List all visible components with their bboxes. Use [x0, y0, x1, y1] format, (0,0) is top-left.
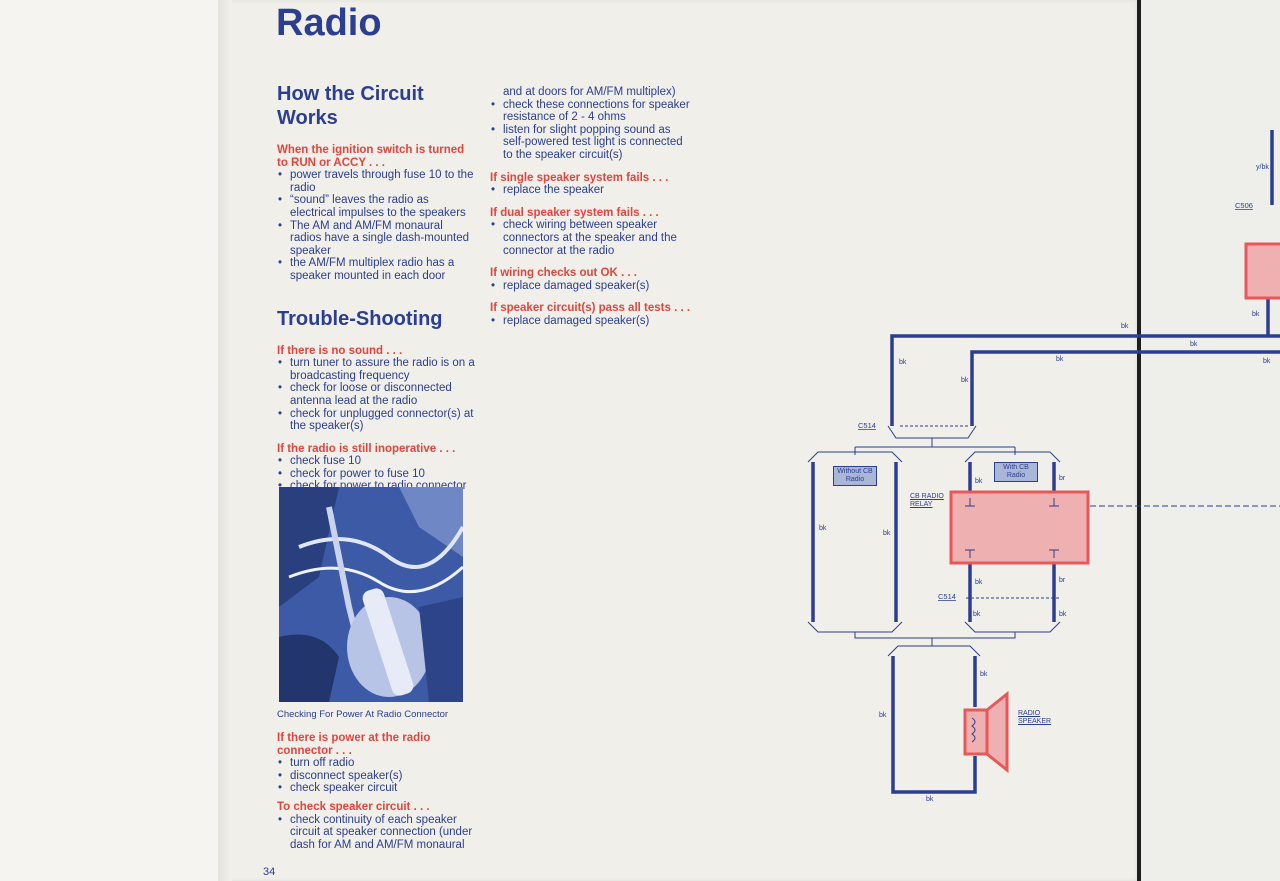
- list-item: check speaker circuit: [277, 782, 477, 795]
- connector-c514-lower: C514: [938, 592, 956, 601]
- wire-label-bk-3: bk: [1056, 356, 1064, 363]
- cb-relay-component: [949, 490, 1090, 565]
- list-item: check these connections for speaker resi…: [490, 99, 695, 124]
- wire-label-bk-6: bk: [1263, 358, 1271, 365]
- wire-label-br-1: br: [1059, 475, 1066, 482]
- list-item: replace damaged speaker(s): [490, 315, 695, 328]
- without-cb-bracket-bottom: [807, 621, 903, 633]
- relay-terminal-1: [965, 498, 975, 507]
- adjacent-page: [1141, 0, 1280, 881]
- connector-c506: C506: [1235, 201, 1253, 210]
- continued-list: check these connections for speaker resi…: [490, 99, 695, 162]
- connector-c514-upper: C514: [858, 421, 876, 430]
- with-cb-radio-label: With CB Radio: [994, 462, 1038, 482]
- speaker-circuit-condition: To check speaker circuit . . .: [277, 800, 430, 813]
- page-edge: [218, 0, 232, 881]
- list-item: replace damaged speaker(s): [490, 280, 695, 293]
- wire-label-bk-14: bk: [980, 671, 988, 678]
- list-item: check fuse 10: [277, 455, 477, 468]
- list-item: turn off radio: [277, 757, 477, 770]
- wire-label-br-2: br: [1059, 577, 1066, 584]
- relay-terminal-4: [1049, 549, 1059, 558]
- without-cb-radio-label: Without CB Radio: [833, 466, 877, 486]
- with-cb-bracket-bottom: [964, 621, 1061, 633]
- how-list: power travels through fuse 10 to the rad…: [277, 169, 477, 282]
- relay-terminal-3: [965, 549, 975, 558]
- wire-label-bk-8: bk: [819, 525, 827, 532]
- with-cb-bracket: [964, 451, 1061, 463]
- wire-label-bk-1: bk: [899, 359, 907, 366]
- pass-tests-list: replace damaged speaker(s): [490, 315, 695, 328]
- continued-text: and at doors for AM/FM multiplex): [503, 86, 676, 98]
- list-item: power travels through fuse 10 to the rad…: [277, 169, 477, 194]
- photo-caption: Checking For Power At Radio Connector: [277, 709, 449, 720]
- list-item: check continuity of each speaker circuit…: [277, 814, 477, 852]
- wire-label-bk-11: bk: [975, 579, 983, 586]
- list-item: disconnect speaker(s): [277, 770, 477, 783]
- wire-label-bk-10: bk: [975, 478, 983, 485]
- adjacent-component: [1244, 242, 1280, 300]
- wire-label-bk-9: bk: [883, 530, 891, 537]
- inoperative-condition: If the radio is still inoperative . . .: [277, 442, 456, 455]
- wire-label-bk-7: bk: [1252, 311, 1260, 318]
- single-fail-list: replace the speaker: [490, 184, 695, 197]
- radio-speaker-label: RADIO SPEAKER: [1018, 710, 1052, 725]
- how-condition: When the ignition switch is turned to RU…: [277, 144, 465, 169]
- c514-bracket-top: [887, 425, 977, 439]
- speaker-wire-loop: [891, 656, 977, 794]
- feed-wire-1: [890, 334, 1280, 426]
- wire-label-bk-5: bk: [1190, 341, 1198, 348]
- left-column: How the Circuit Works When the ignition …: [277, 82, 477, 493]
- book-spine: [1137, 0, 1141, 881]
- wire-label-bk-16: bk: [926, 796, 934, 803]
- cb-radio-relay-label: CB RADIO RELAY: [910, 493, 944, 508]
- relay-terminal-2: [1049, 498, 1059, 507]
- no-sound-list: turn tuner to assure the radio is on a b…: [277, 357, 477, 433]
- dual-fail-list: check wiring between speaker connectors …: [490, 219, 695, 257]
- wire-label-bk-13: bk: [1059, 611, 1067, 618]
- page-number: 34: [263, 866, 276, 878]
- list-item: turn tuner to assure the radio is on a b…: [277, 357, 477, 382]
- power-condition: If there is power at the radio connector…: [277, 732, 431, 757]
- list-item: The AM and AM/FM monaural radios have a …: [277, 220, 477, 258]
- list-item: “sound” leaves the radio as electrical i…: [277, 194, 477, 219]
- wire-label-bk-2: bk: [961, 377, 969, 384]
- single-fail-condition: If single speaker system fails . . .: [490, 171, 669, 184]
- power-list: turn off radio disconnect speaker(s) che…: [277, 757, 477, 795]
- speaker-bracket: [887, 645, 981, 657]
- list-item: the AM/FM multiplex radio has a speaker …: [277, 257, 477, 282]
- splice-bottom: [854, 632, 1016, 646]
- list-item: replace the speaker: [490, 184, 695, 197]
- no-sound-condition: If there is no sound . . .: [277, 344, 403, 357]
- wiring-ok-list: replace damaged speaker(s): [490, 280, 695, 293]
- lower-left-column: If there is power at the radio connector…: [277, 732, 477, 851]
- page-title: Radio: [276, 2, 382, 44]
- radio-connector-photo: [279, 487, 463, 702]
- list-item: check wiring between speaker connectors …: [490, 219, 695, 257]
- splice-top: [854, 438, 1016, 455]
- left-margin: [0, 0, 232, 881]
- dual-fail-condition: If dual speaker system fails . . .: [490, 206, 659, 219]
- wiring-ok-condition: If wiring checks out OK . . .: [490, 267, 637, 280]
- wire-label-bk-15: bk: [879, 712, 887, 719]
- pass-tests-condition: If speaker circuit(s) pass all tests . .…: [490, 302, 691, 315]
- list-item: check for power to fuse 10: [277, 468, 477, 481]
- speaker-circuit-list: check continuity of each speaker circuit…: [277, 814, 477, 852]
- trouble-shooting-heading: Trouble-Shooting: [277, 307, 443, 330]
- how-circuit-works-heading: How the Circuit Works: [277, 83, 424, 129]
- list-item: check for loose or disconnected antenna …: [277, 382, 477, 407]
- wire-label-bk-4: bk: [1121, 323, 1129, 330]
- list-item: check for unplugged connector(s) at the …: [277, 408, 477, 433]
- right-column: and at doors for AM/FM multiplex) check …: [490, 86, 695, 328]
- radio-speaker-icon: [963, 690, 1009, 774]
- list-item: listen for slight popping sound as self-…: [490, 124, 695, 162]
- feed-wire-2: [970, 350, 1280, 426]
- without-cb-bracket: [807, 451, 903, 463]
- wire-label-ybk: y/bk: [1256, 164, 1269, 171]
- wire-label-bk-12: bk: [973, 611, 981, 618]
